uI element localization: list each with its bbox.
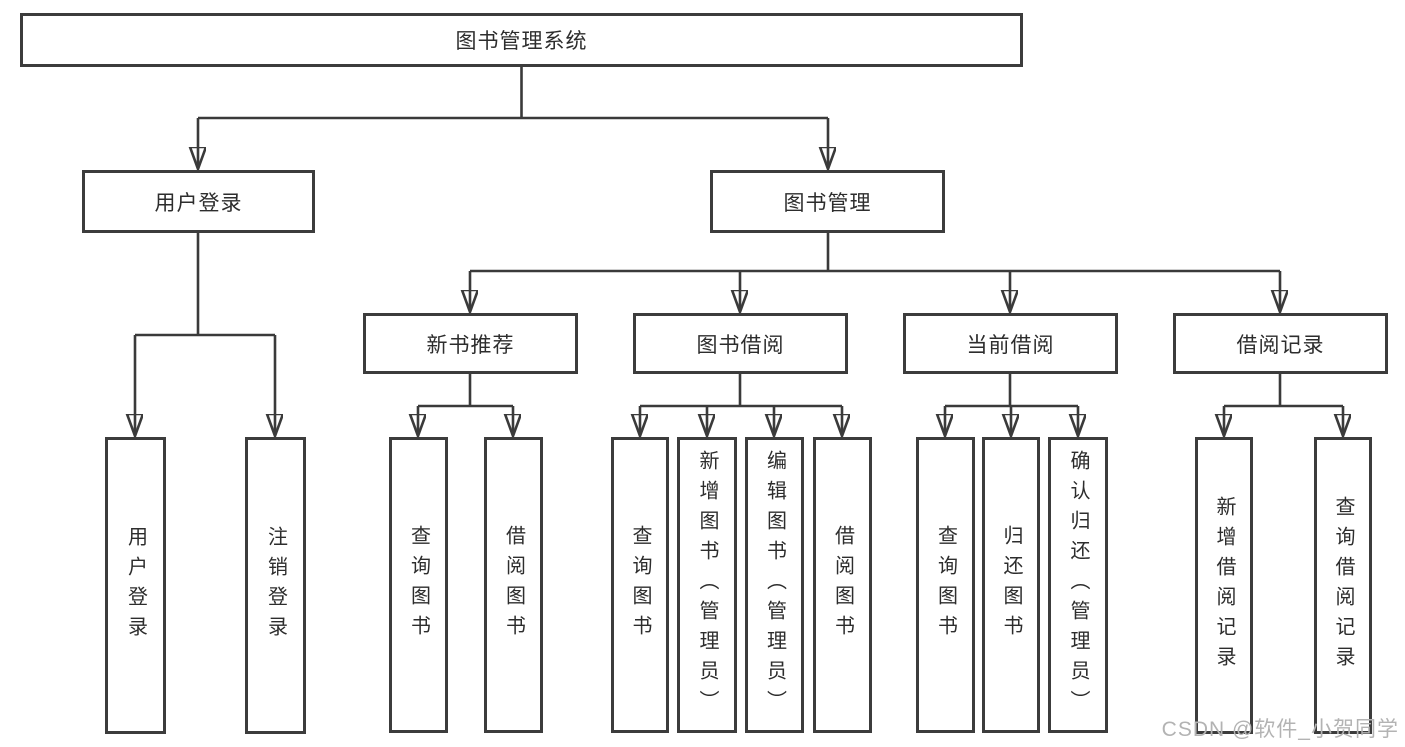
leaf-label: 借阅图书 bbox=[502, 525, 525, 645]
node-new-book-recommendation: 新书推荐 bbox=[363, 313, 578, 374]
leaf-add-borrow-record: 新增借阅记录 bbox=[1195, 437, 1253, 734]
leaf-label: 借阅图书 bbox=[831, 525, 854, 645]
node-book-borrowing: 图书借阅 bbox=[633, 313, 848, 374]
node-system-root: 图书管理系统 bbox=[20, 13, 1023, 67]
leaf-edit-book-admin: 编辑图书（管理员） bbox=[745, 437, 804, 733]
leaf-add-book-admin: 新增图书（管理员） bbox=[677, 437, 737, 733]
leaf-borrow-books-borrowing: 借阅图书 bbox=[813, 437, 872, 733]
leaf-query-books-recommend: 查询图书 bbox=[389, 437, 448, 733]
node-user-login: 用户登录 bbox=[82, 170, 315, 233]
leaf-borrow-books-recommend: 借阅图书 bbox=[484, 437, 543, 733]
leaf-confirm-return-admin: 确认归还（管理员） bbox=[1048, 437, 1108, 733]
leaf-logout: 注销登录 bbox=[245, 437, 306, 734]
leaf-label: 查询图书 bbox=[407, 525, 430, 645]
leaf-label: 查询图书 bbox=[934, 525, 957, 645]
leaf-label: 查询图书 bbox=[629, 525, 651, 645]
leaf-label: 编辑图书（管理员） bbox=[763, 450, 786, 720]
node-borrowing-records: 借阅记录 bbox=[1173, 313, 1388, 374]
leaf-label: 新增图书（管理员） bbox=[696, 450, 718, 720]
leaf-label: 注销登录 bbox=[264, 525, 287, 646]
node-book-management: 图书管理 bbox=[710, 170, 945, 233]
leaf-label: 确认归还（管理员） bbox=[1067, 450, 1089, 720]
leaf-label: 新增借阅记录 bbox=[1213, 495, 1235, 676]
leaf-query-books-borrowing: 查询图书 bbox=[611, 437, 669, 733]
leaf-label: 用户登录 bbox=[124, 525, 147, 646]
leaf-label: 查询借阅记录 bbox=[1332, 495, 1354, 676]
leaf-return-books: 归还图书 bbox=[982, 437, 1040, 733]
leaf-user-login: 用户登录 bbox=[105, 437, 166, 734]
csdn-watermark: CSDN @软件_小贺同学 bbox=[1161, 718, 1399, 741]
leaf-label: 归还图书 bbox=[1000, 525, 1022, 645]
leaf-query-books-current: 查询图书 bbox=[916, 437, 975, 733]
node-current-borrowing: 当前借阅 bbox=[903, 313, 1118, 374]
leaf-query-borrow-record: 查询借阅记录 bbox=[1314, 437, 1372, 734]
